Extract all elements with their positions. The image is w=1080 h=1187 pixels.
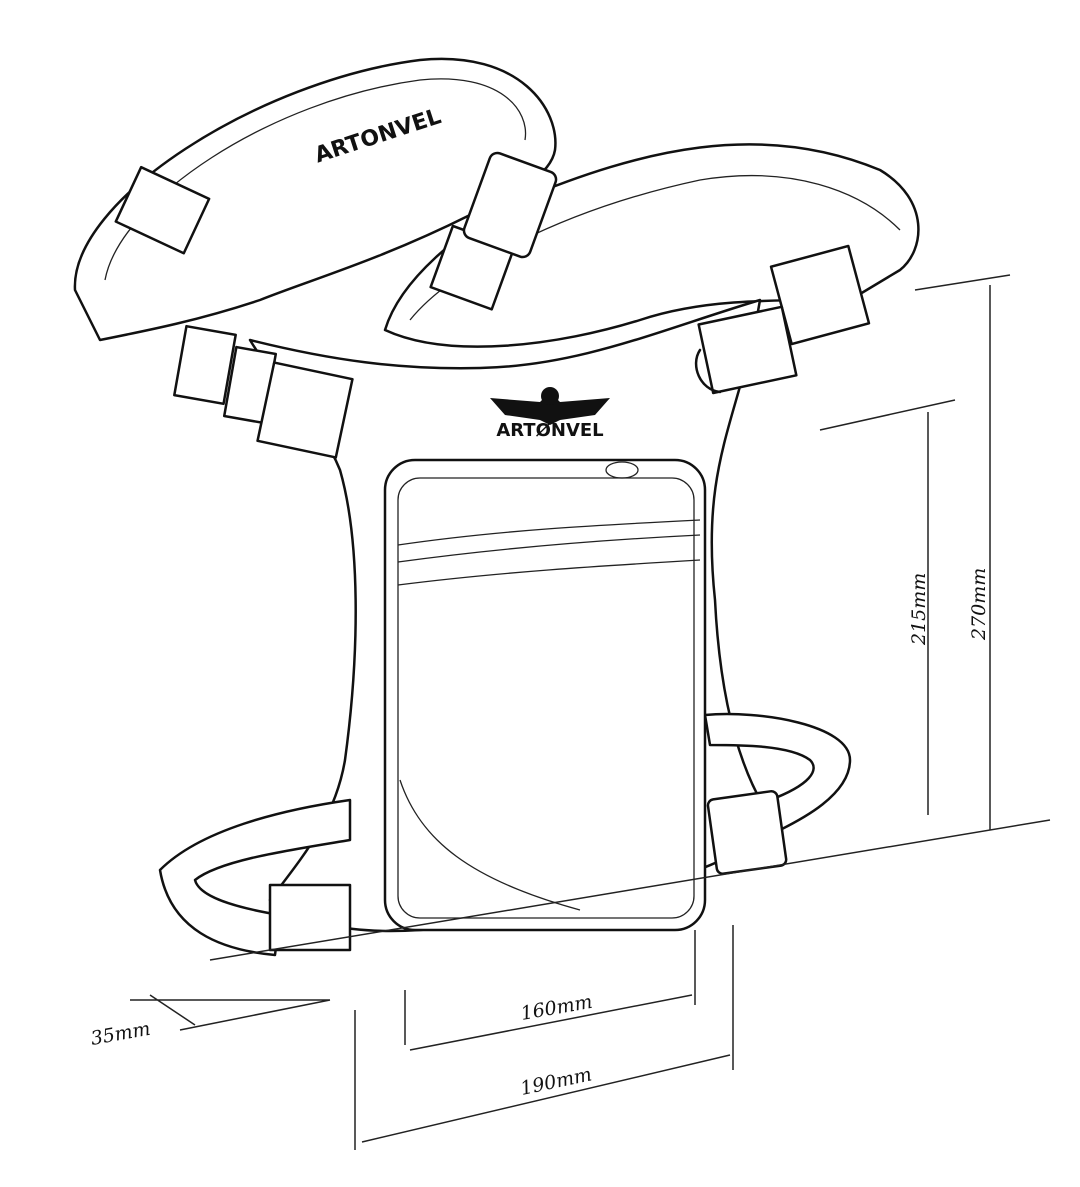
brand-logo: ARTØNVEL bbox=[490, 387, 610, 441]
thigh-strap bbox=[158, 798, 352, 957]
dimension-190: 190mm bbox=[518, 1063, 593, 1100]
dimension-270: 270mm bbox=[968, 568, 990, 641]
logo-text: ARTØNVEL bbox=[496, 420, 603, 441]
buckles bbox=[114, 151, 871, 952]
dimension-lines bbox=[130, 274, 1051, 1150]
dimension-35: 35mm bbox=[89, 1018, 152, 1050]
dimension-160: 160mm bbox=[519, 991, 594, 1025]
dimension-215: 215mm bbox=[908, 573, 930, 646]
front-pocket bbox=[383, 458, 707, 932]
